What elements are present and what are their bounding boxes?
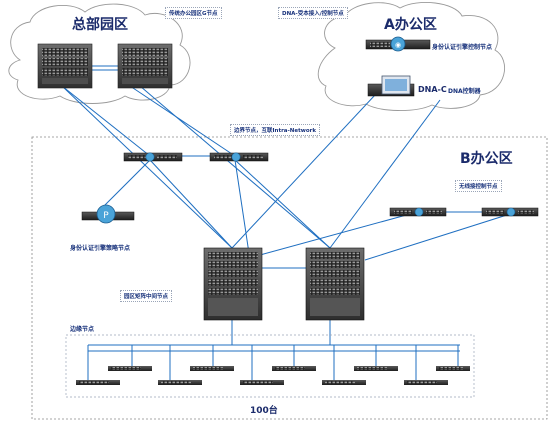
svg-text:◉: ◉ [395,41,401,49]
link-a-core1 [231,94,376,249]
office-a-cloud [317,2,505,111]
border-node-1 [123,152,183,162]
access-switch [436,366,470,371]
access-nodes-label: 边缘节点 [70,326,95,333]
wireless-node-label: 无线接控制节点 [455,180,502,192]
access-switch [158,380,202,385]
link-border-core1 [149,159,233,249]
intermediate-node-label: 园区矩阵中间节点 [120,290,173,302]
link-hq-border [61,85,151,157]
link-a-core2 [329,99,441,249]
access-switch [354,366,398,371]
dna-access-label: DNA-受本接入/控制节点 [278,7,348,19]
access-section-box [65,334,475,398]
office-a-title: A办公区 [384,17,437,33]
link-border-core2b [234,159,251,261]
access-switches [76,366,470,385]
link-border-core2 [234,159,331,249]
access-switch [240,380,284,385]
identity-engine-b-label: 身份认证引擎策略节点 [70,245,131,252]
link-border-hq [129,85,236,157]
access-switch [322,380,366,385]
identity-server-a: ◉ [365,36,431,52]
access-switch [190,366,234,371]
legacy-node-label: 传统办公园区G节点 [165,7,222,19]
access-switch [404,380,448,385]
core-chassis-1 [203,247,263,321]
access-bus [87,344,460,380]
office-b-boundary [31,136,548,420]
access-switch [108,366,152,371]
access-count-label: 100台 [250,406,278,416]
hq-title: 总部园区 [72,17,128,33]
identity-server-b: P [81,204,135,224]
access-switch [76,380,120,385]
office-b-title: B办公区 [460,151,513,167]
border-node-2 [209,152,269,162]
core-chassis-2 [305,247,365,321]
access-switch [272,366,316,371]
dna-controller-label: DNA控制器 [448,88,481,95]
link-hq-core1 [61,85,233,249]
dna-controller-appliance [367,75,415,97]
wireless-node-2 [481,207,539,217]
links [61,65,511,345]
svg-text:P: P [103,211,109,221]
link-border-wireless [104,159,151,206]
wireless-node-1 [389,207,447,217]
hq-chassis-switch-2 [117,43,173,89]
link-hq-core2 [139,85,331,249]
identity-engine-a-label: 身份认证引擎控制节点 [432,44,493,51]
border-node-label: 边界节点，互联Intra-Network [230,124,320,136]
dna-c-label: DNA-C [418,85,447,94]
link-core-wireless2 [364,213,511,261]
link-core-wireless1 [259,213,411,256]
hq-chassis-switch-1 [37,43,93,89]
